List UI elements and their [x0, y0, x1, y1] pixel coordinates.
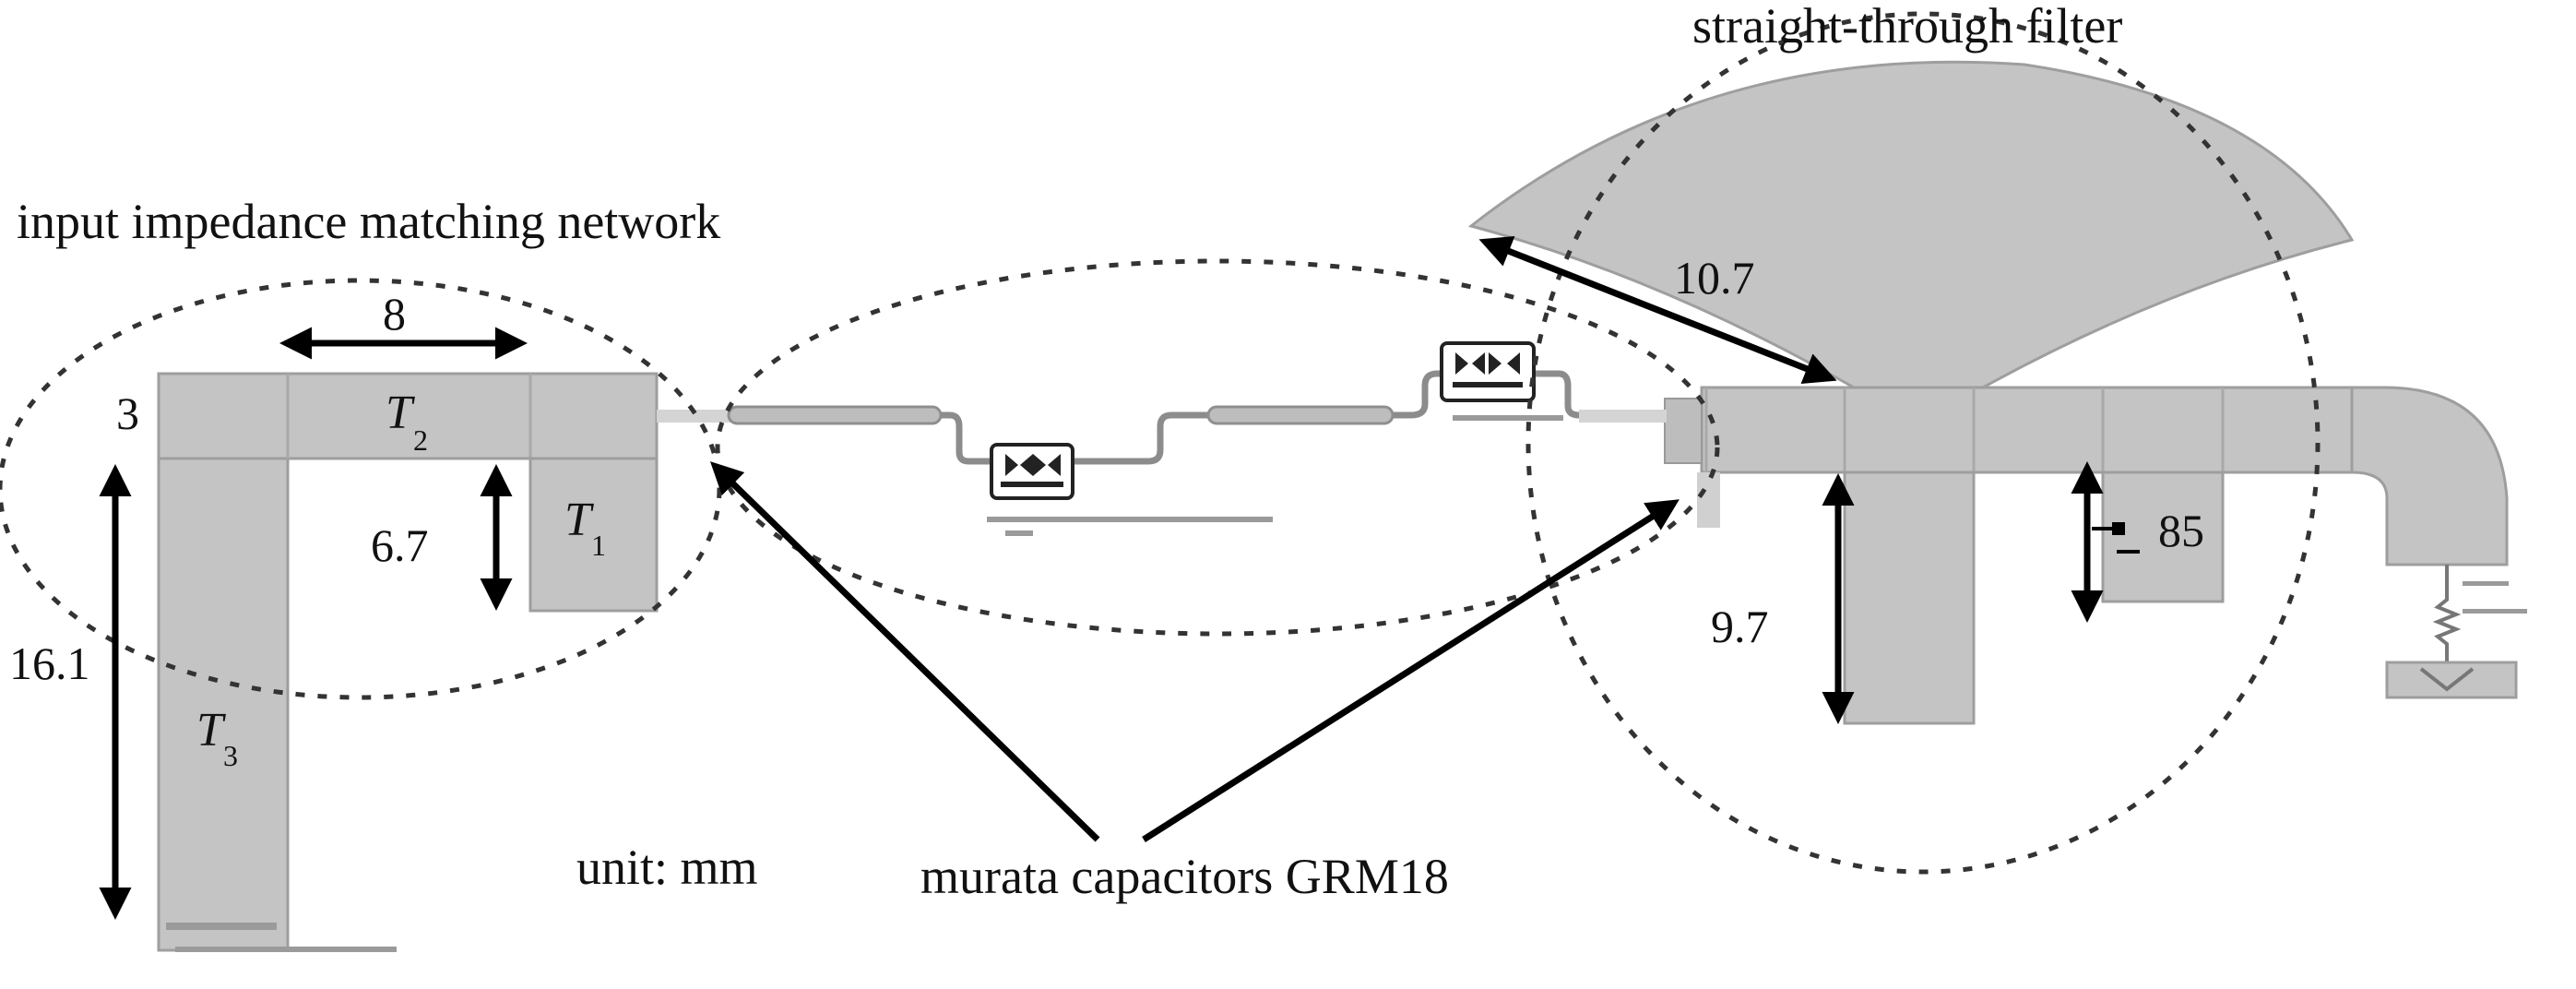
filter-bend	[2350, 386, 2509, 566]
filter-title: straight-through filter	[1692, 0, 2122, 54]
capacitor-2	[1440, 341, 1563, 421]
t3-segment	[157, 455, 290, 952]
t3-label: T 3	[196, 704, 238, 772]
capacitor-label: murata capacitors GRM18	[920, 849, 1449, 904]
dim-radial: 10.7	[1674, 252, 1755, 304]
dim-t3-height: 16.1	[9, 637, 90, 689]
dim-t2-height: 3	[116, 387, 139, 439]
dim-t2-width: 8	[383, 288, 406, 340]
input-matching-network	[157, 372, 740, 952]
t1-segment	[528, 457, 659, 613]
t2-label: T 2	[386, 387, 428, 457]
straight-through-filter	[1467, 60, 2527, 725]
svg-text:1: 1	[591, 529, 606, 562]
t1-label: T 1	[564, 494, 606, 562]
capacitor-ellipse	[715, 258, 1720, 637]
dim-arrow-radial	[1478, 236, 1837, 384]
input-network-title: input impedance matching network	[17, 194, 720, 249]
radial-stub	[1467, 60, 2355, 389]
filter-short-stub	[2101, 471, 2225, 603]
capacitor-section	[727, 341, 1697, 536]
callout-arrow-capacitor-1	[709, 461, 1100, 842]
ground-pad	[2385, 661, 2518, 699]
t2-segment	[157, 372, 659, 460]
unit-label: unit: mm	[576, 840, 758, 895]
svg-text:3: 3	[223, 739, 238, 772]
dim-stub-height: 9.7	[1711, 601, 1769, 652]
filter-ellipse	[1525, 11, 2321, 875]
dim-t1-height: 6.7	[371, 519, 429, 571]
svg-text:2: 2	[413, 423, 428, 457]
svg-text:T: T	[386, 387, 415, 439]
svg-text:T: T	[196, 704, 226, 757]
capacitor-1	[987, 443, 1273, 536]
dim-small-stub: 85	[2158, 505, 2204, 556]
filter-main-line	[1700, 386, 2354, 474]
filter-long-stub	[1843, 471, 1976, 725]
svg-text:T: T	[564, 494, 594, 546]
callout-arrow-capacitor-2	[1142, 499, 1680, 842]
